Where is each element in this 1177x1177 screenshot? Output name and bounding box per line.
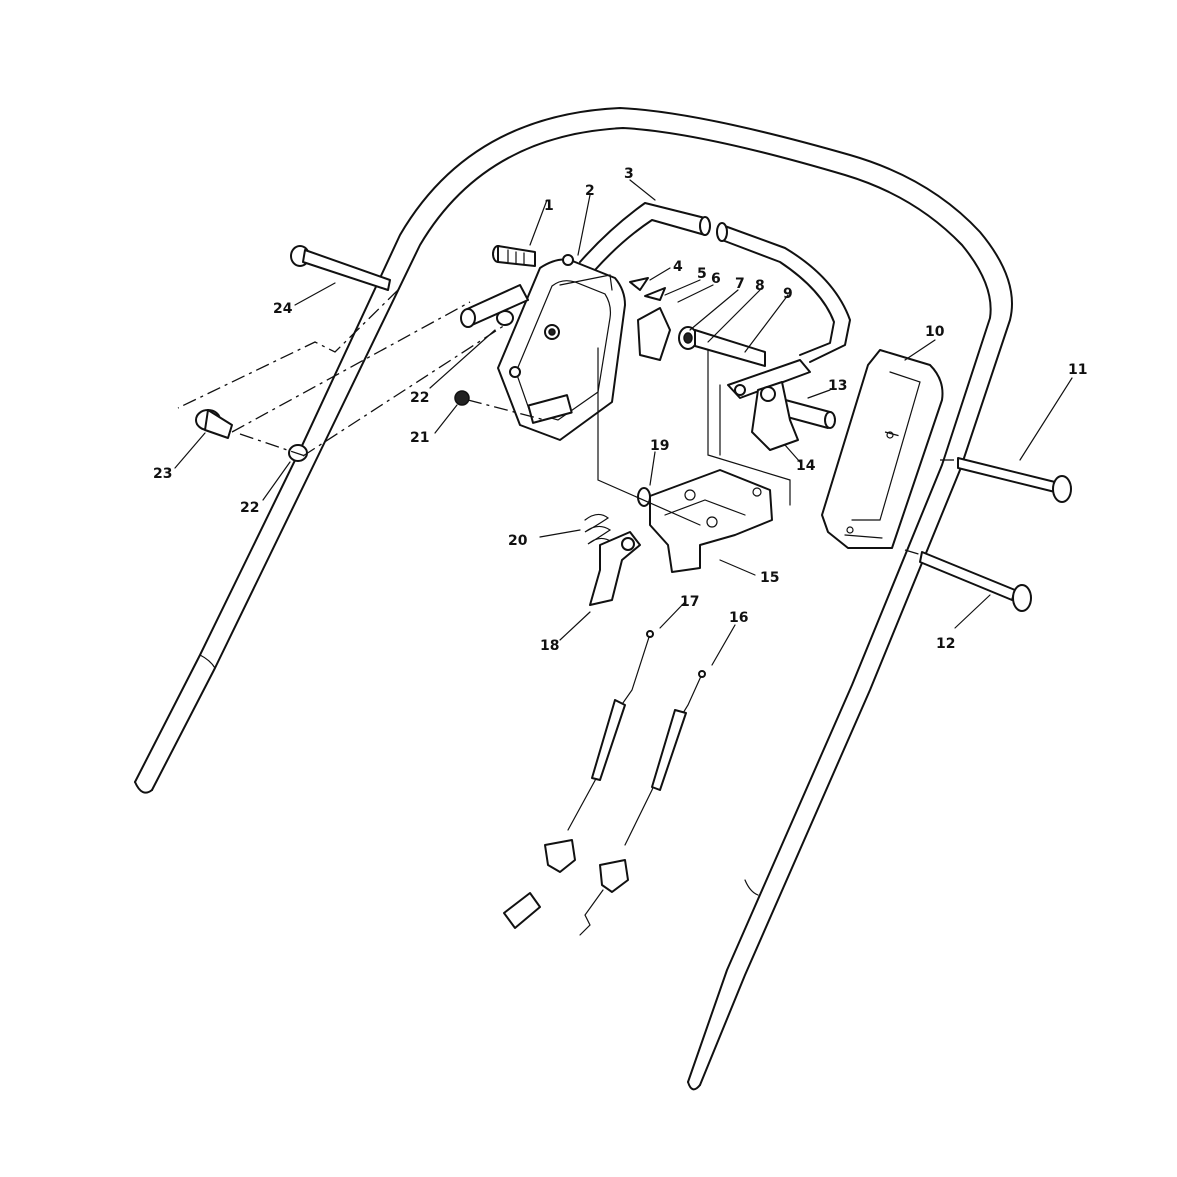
callout-12: 12 (936, 636, 955, 652)
assembly-lines (177, 289, 958, 556)
small-parts-4-9 (629, 277, 766, 367)
bolt-1 (492, 245, 536, 267)
bolt-12 (919, 551, 1032, 612)
callout-8: 8 (755, 278, 765, 294)
cable-17 (503, 630, 654, 929)
callout-13: 13 (828, 378, 847, 394)
callout-2: 2 (585, 183, 595, 199)
callout-3: 3 (624, 166, 634, 182)
callout-9: 9 (783, 286, 793, 302)
bolt-11 (957, 457, 1072, 503)
callout-15: 15 (760, 570, 779, 586)
leader-lines (174, 179, 1073, 666)
spacer-23 (195, 409, 233, 439)
callout-1: 1 (544, 198, 554, 214)
callout-23: 23 (153, 466, 172, 482)
latch-14 (751, 381, 799, 451)
callout-20: 20 (508, 533, 528, 549)
callout-19: 19 (650, 438, 669, 454)
control-housing (497, 254, 626, 441)
callout-4: 4 (673, 259, 683, 275)
callouts: 1 2 3 4 5 6 7 8 9 10 11 12 13 14 15 16 1… (153, 166, 1087, 654)
control-bail (579, 202, 851, 399)
callout-16: 16 (729, 610, 748, 626)
washer-19 (637, 487, 651, 507)
callout-11: 11 (1068, 362, 1087, 378)
lever-18 (589, 531, 641, 606)
nut-21 (454, 390, 470, 406)
callout-10: 10 (925, 324, 945, 340)
callout-14: 14 (796, 458, 816, 474)
cable-16 (579, 670, 706, 936)
bracket-15 (649, 469, 773, 573)
callout-18: 18 (540, 638, 559, 654)
bolt-24 (290, 245, 391, 291)
callout-24: 24 (273, 301, 293, 317)
main-handle (134, 107, 1013, 1091)
callout-6: 6 (711, 271, 721, 287)
pivot-bolt-left (460, 284, 529, 328)
right-cover (821, 349, 944, 549)
callout-22-lower: 22 (240, 500, 259, 516)
spring-20 (584, 513, 613, 545)
callout-21: 21 (410, 430, 429, 446)
callout-22-upper: 22 (410, 390, 429, 406)
callout-5: 5 (697, 266, 707, 282)
callout-17: 17 (680, 594, 699, 610)
callout-7: 7 (735, 276, 745, 292)
